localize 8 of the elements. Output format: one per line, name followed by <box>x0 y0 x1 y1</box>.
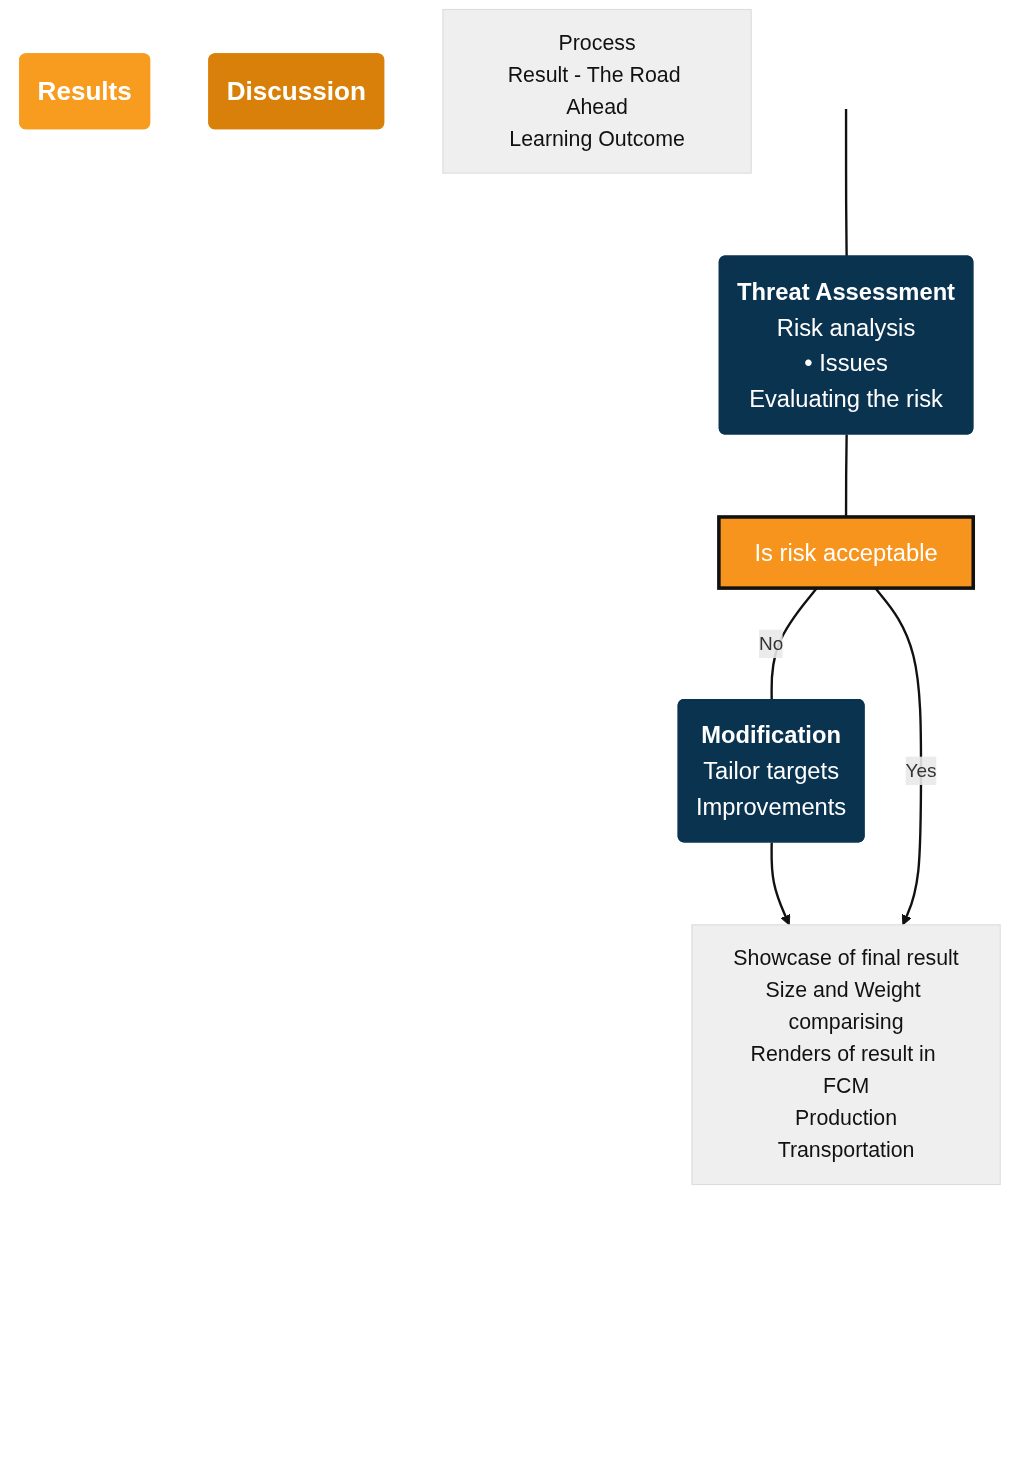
connector <box>844 109 848 257</box>
edge-label: Yes <box>905 760 936 781</box>
connector <box>844 434 848 517</box>
edge-label: No <box>758 633 783 654</box>
arrow <box>769 842 790 926</box>
node-box: Showcase of final result Size and Weight comparising Renders of result in FCM Production Transportation <box>690 924 1001 1186</box>
node-box: Process Result - The Road Ahead Learning Outcome <box>441 8 752 174</box>
node-box: Is risk acceptable <box>716 515 975 590</box>
